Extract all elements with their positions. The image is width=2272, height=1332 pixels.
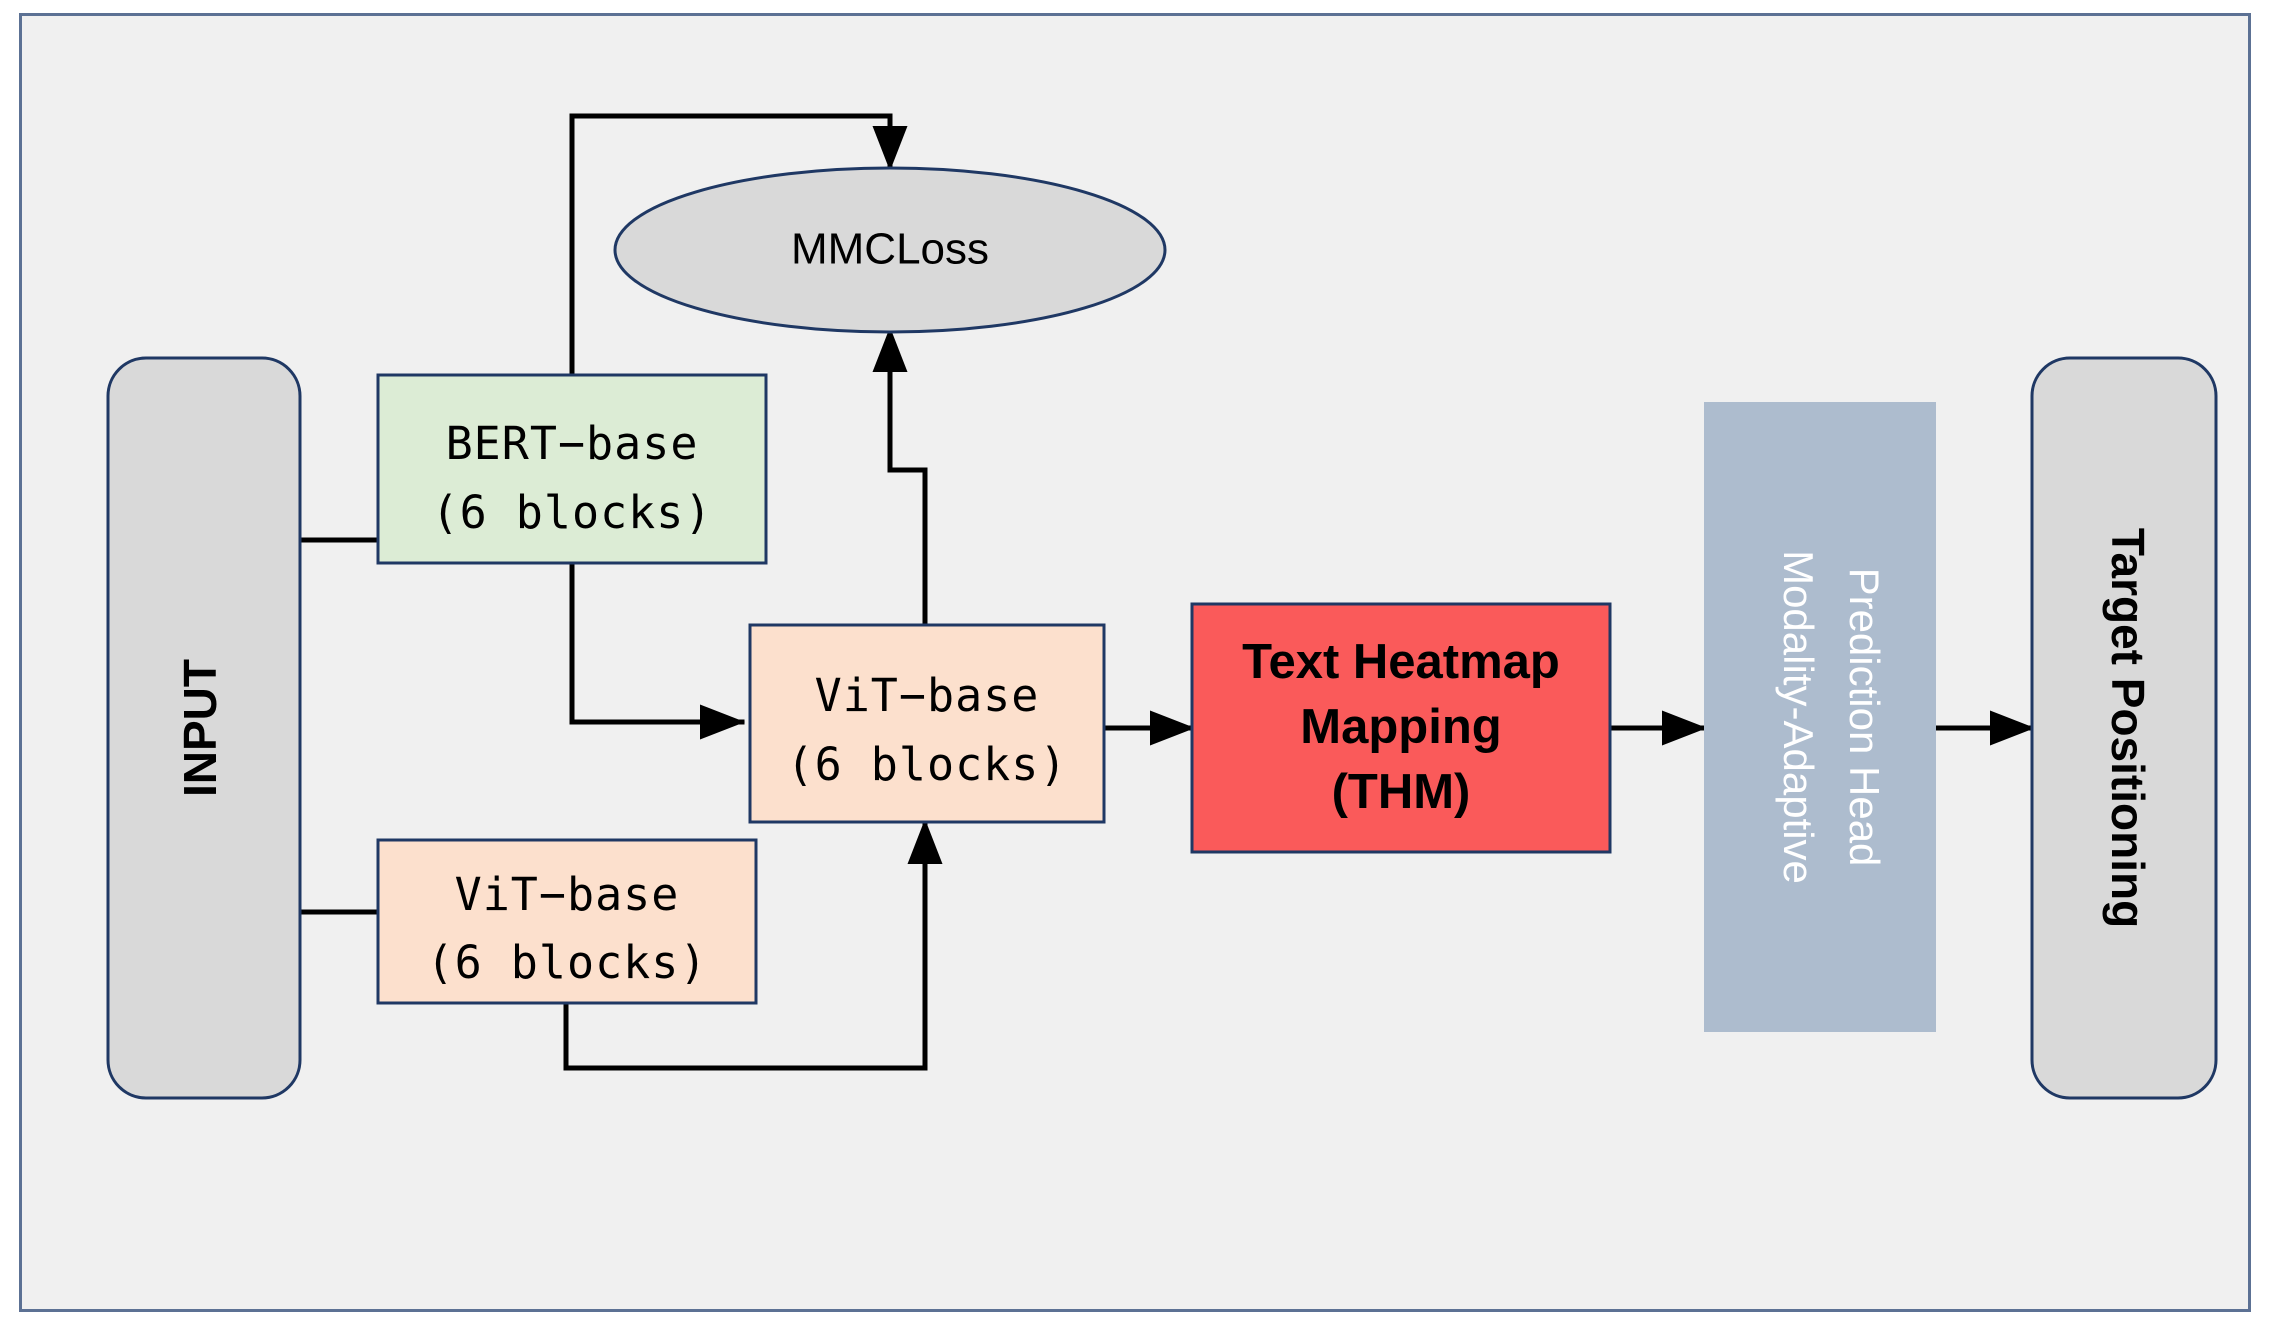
bert-encoder-box xyxy=(376,373,768,565)
node-target-positioning[interactable]: Target Positioning xyxy=(2030,356,2218,1100)
bert-encoder-label-line1: BERT−base xyxy=(446,417,699,470)
node-vit-encoder[interactable]: ViT−base (6 blocks) xyxy=(376,838,758,1005)
vit-fusion-label-line2: (6 blocks) xyxy=(787,738,1068,791)
edge-vit-encoder-to-vit-fusion xyxy=(563,818,943,1071)
mmc-loss-ellipse xyxy=(613,166,1167,334)
node-mmc-loss[interactable]: MMCLoss xyxy=(613,166,1167,334)
vit-encoder-label-line1: ViT−base xyxy=(455,868,680,921)
edge-bert-to-mmcloss xyxy=(569,113,908,378)
input-box xyxy=(106,356,302,1100)
thm-box xyxy=(1190,602,1612,854)
mmc-loss-label: MMCLoss xyxy=(791,225,989,274)
edge-vit-fusion-to-mmcloss xyxy=(872,326,928,628)
vit-fusion-box xyxy=(748,623,1106,824)
target-positioning-box xyxy=(2030,356,2218,1100)
prediction-head-label-line2: Prediction Head xyxy=(1841,568,1888,867)
bert-encoder-label-line2: (6 blocks) xyxy=(432,486,713,539)
thm-label-line2: Mapping xyxy=(1300,700,1501,754)
node-input[interactable]: INPUT xyxy=(106,356,302,1100)
node-prediction-head[interactable]: Modality-Adaptive Prediction Head xyxy=(1704,402,1936,1032)
node-thm[interactable]: Text Heatmap Mapping (THM) xyxy=(1190,602,1612,854)
node-vit-fusion[interactable]: ViT−base (6 blocks) xyxy=(748,623,1106,824)
thm-label-line3: (THM) xyxy=(1332,765,1471,819)
prediction-head-box xyxy=(1704,402,1936,1032)
prediction-head-label-line1: Modality-Adaptive xyxy=(1775,550,1822,884)
target-positioning-label: Target Positioning xyxy=(2102,528,2154,928)
vit-fusion-label-line1: ViT−base xyxy=(815,669,1040,722)
thm-label-line1: Text Heatmap xyxy=(1242,635,1560,689)
vit-encoder-box xyxy=(376,838,758,1005)
input-label: INPUT xyxy=(174,659,226,797)
node-bert-encoder[interactable]: BERT−base (6 blocks) xyxy=(376,373,768,565)
edge-bert-to-vit-fusion xyxy=(569,560,746,740)
vit-encoder-label-line2: (6 blocks) xyxy=(427,936,708,989)
